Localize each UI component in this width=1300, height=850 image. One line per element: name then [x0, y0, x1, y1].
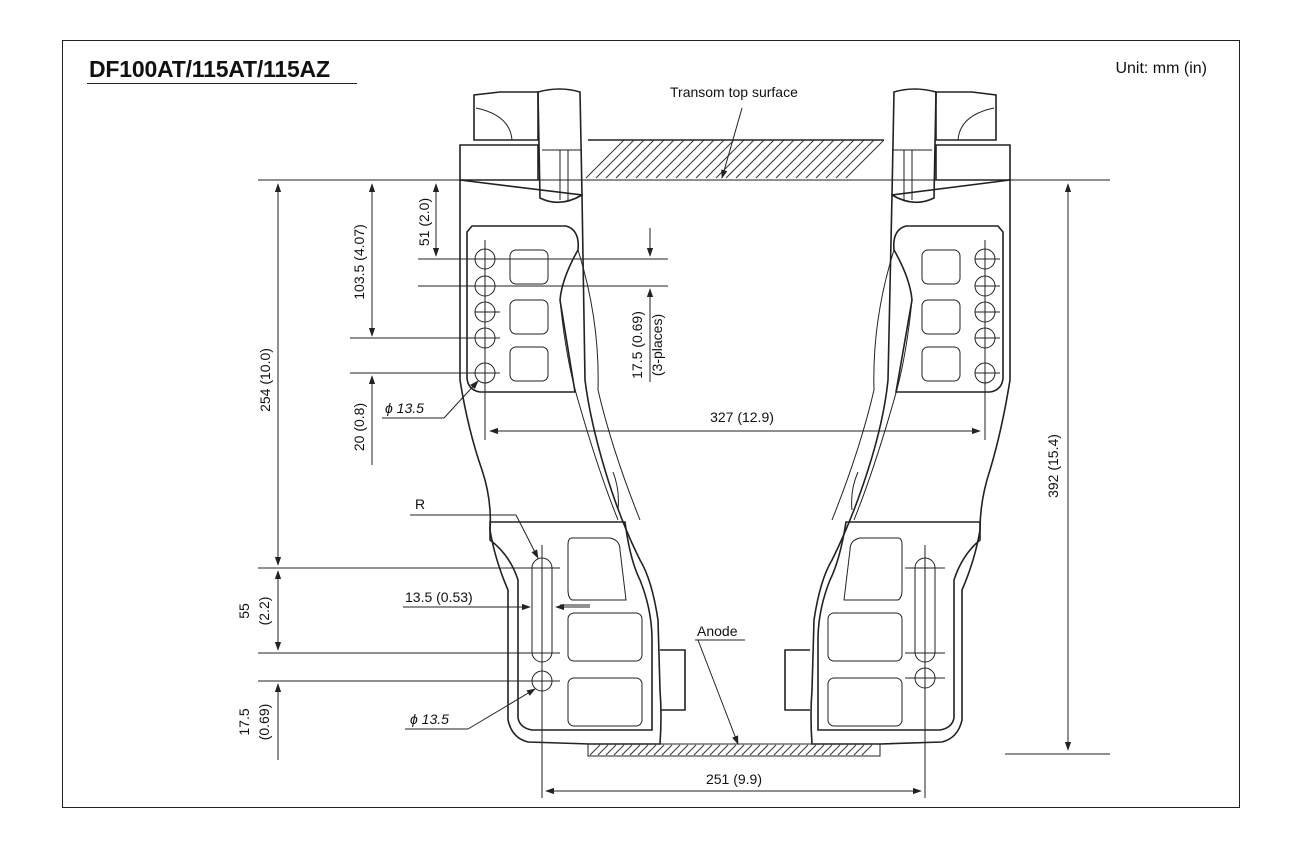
dim-slot-length-inch: (2.2): [256, 597, 272, 626]
unit-label: Unit: mm (in): [1115, 60, 1207, 77]
leader-lines: [382, 107, 745, 745]
dim-slot-length-value: 55: [236, 603, 252, 619]
hole-dia-upper-label: ϕ 13.5: [385, 400, 424, 416]
extension-lines: [258, 179, 1110, 798]
dim-overall-left: 254 (10.0): [257, 348, 273, 412]
dim-lower-spacing: 251 (9.9): [706, 771, 762, 787]
dim-bottom-offset: 20 (0.8): [351, 403, 367, 451]
right-bracket: [784, 88, 1011, 745]
labels: Transom top surface Anode R ϕ 13.5 ϕ 13.…: [236, 84, 1061, 787]
title-underline: [87, 83, 357, 84]
dim-slot-width: 13.5 (0.53): [405, 589, 473, 605]
dim-top-hole: 51 (2.0): [416, 198, 432, 246]
transom-hatch: [585, 139, 885, 179]
dim-overall-right: 392 (15.4): [1045, 434, 1061, 498]
dim-hole-range: 103.5 (4.07): [351, 224, 367, 300]
anode-hatch: [587, 743, 881, 757]
hole-dia-lower-label: ϕ 13.5: [410, 711, 449, 727]
dim-pitch-places: (3-places): [649, 314, 665, 376]
model-title: DF100AT/115AT/115AZ: [89, 56, 330, 82]
dimension-lines: [274, 183, 1072, 795]
radius-label: R: [415, 496, 425, 512]
dim-lower-offset-value: 17.5: [236, 708, 252, 735]
transom-label: Transom top surface: [670, 84, 798, 100]
dim-upper-spacing: 327 (12.9): [710, 409, 774, 425]
anode-label: Anode: [697, 623, 738, 639]
dim-lower-offset-inch: (0.69): [256, 704, 272, 741]
drawing-frame: [62, 40, 1240, 808]
dim-pitch-value: 17.5 (0.69): [629, 311, 645, 379]
left-bracket: [459, 88, 686, 745]
